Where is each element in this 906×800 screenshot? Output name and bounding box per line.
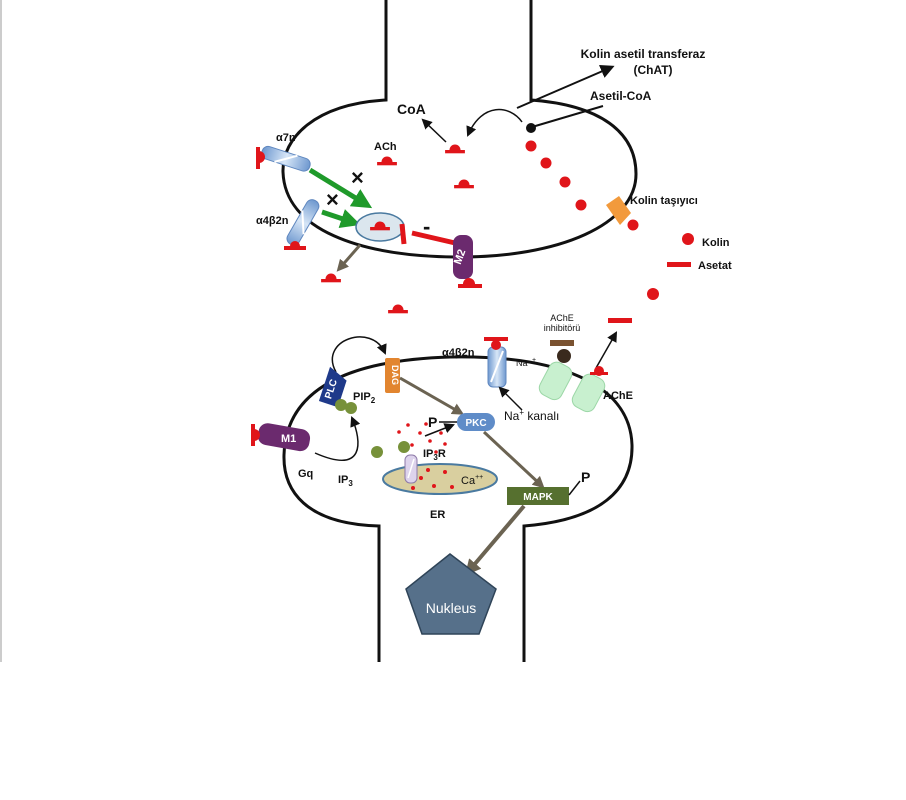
chat-arrow [516, 65, 615, 109]
choline-dot-cleft [682, 233, 694, 245]
a4b2n-pre-bound-ach [284, 241, 306, 250]
ache-enzyme-icon [571, 373, 606, 413]
m2-inhibition-bar [399, 223, 407, 245]
dag-label: DAG [390, 365, 400, 385]
mapk-phosphate-bond [568, 480, 581, 496]
ach-label: ACh [374, 141, 397, 153]
ca-label: Ca++ [461, 474, 483, 487]
ach-molecule [454, 179, 474, 189]
m1-bound-ach [251, 424, 260, 446]
pip2-molecule [335, 399, 347, 411]
acetyl-transfer-curve-arrow [466, 108, 523, 137]
block-cross-icon: × [351, 165, 364, 190]
plc-icon [318, 366, 347, 408]
acetyl-coa-pointer [531, 105, 604, 128]
ach-molecule [445, 144, 465, 154]
ache-inhibitor-icon [550, 340, 574, 363]
gq-plc-curve-arrow [314, 416, 361, 461]
ca-ions-cytosol [397, 422, 447, 454]
er-label: ER [430, 509, 445, 521]
coa-label: CoA [397, 101, 426, 117]
legend-acetate-bar [667, 262, 691, 267]
gq-label: Gq [298, 468, 313, 480]
a4b2n-activation-arrow [321, 209, 361, 229]
m1-label: M1 [281, 433, 296, 445]
choline-transporter-icon [606, 196, 631, 225]
acetate-bar-cleft [608, 318, 632, 323]
ache-hydrolysis-arrow [595, 331, 618, 369]
legend-acetate-label: Asetat [698, 260, 732, 272]
ache-label: AChE [603, 390, 633, 402]
a4b2n-pre-label: α4β2n [256, 215, 289, 227]
ip3r-channel-icon [404, 454, 418, 484]
na-ion-label: Na [516, 358, 528, 368]
a4b2n-pre-receptor-icon [286, 199, 320, 246]
ach-molecule [377, 156, 397, 166]
mapk-label: MAPK [523, 492, 553, 503]
dag-pkc-arrow [399, 376, 465, 415]
a4b2n-post-receptor-icon [484, 337, 508, 388]
ip3-molecule [371, 446, 383, 458]
acetyl-coa-dot [526, 123, 536, 133]
ache-enzyme-icon [538, 361, 573, 401]
pip2-molecule [345, 402, 357, 414]
pip2-label: PIP2 [353, 391, 376, 405]
m2-label: M2 [452, 248, 469, 266]
nucleus-icon [405, 553, 497, 635]
pkc-mapk-arrow [482, 430, 545, 489]
exocytosis-arrow [336, 244, 362, 272]
ache-bound-ach [590, 366, 608, 376]
pkc-phosphate-label: P [428, 414, 437, 430]
m1-receptor-icon [257, 423, 311, 452]
choline-dot-cleft [647, 288, 659, 300]
coa-release-arrow [421, 118, 447, 143]
cleft-ach-molecule [388, 304, 408, 314]
inhibition-minus-sign: - [423, 214, 430, 239]
na-channel-pointer [498, 386, 523, 411]
ache-inhibitor-label-1: AChE [550, 313, 574, 323]
na-ion-charge: + [532, 357, 536, 364]
pkc-label: PKC [465, 418, 486, 429]
pkc-enzyme-icon [457, 413, 495, 431]
mapk-nucleus-arrow [464, 504, 526, 576]
mapk-phosphate-label: P [581, 469, 590, 485]
ip3-label: IP3 [338, 474, 353, 488]
choline-dots-presynaptic [525, 140, 639, 231]
block-cross-icon: × [326, 187, 339, 212]
cleft-ach-molecule [321, 273, 341, 283]
ca-ions-er [411, 468, 454, 490]
a7n-receptor-icon [261, 145, 311, 172]
ache-inhibitor-label-2: inhibitörü [544, 323, 581, 333]
chat-label-line1: Kolin asetil transferaz [581, 47, 706, 61]
acetyl-coa-label: Asetil-CoA [590, 89, 652, 103]
mapk-enzyme-icon [507, 487, 569, 505]
legend-choline-label: Kolin [702, 237, 730, 249]
chat-label-line2: (ChAT) [633, 63, 672, 77]
choline-transporter-label: Kolin taşıyıcı [630, 195, 698, 207]
a4b2n-post-label: α4β2n [442, 347, 475, 359]
m2-receptor-icon [453, 235, 473, 279]
ca-to-pkc-arrow [424, 423, 455, 437]
nucleus-label: Nukleus [426, 600, 477, 616]
ip3-molecule [398, 441, 410, 453]
ip3r-label: IP3R [423, 448, 446, 462]
m2-bound-ach [458, 278, 482, 288]
plc-dag-curve-arrow [331, 336, 387, 373]
postsynaptic-membrane [282, 355, 634, 662]
na-channel-label: Na+ kanalı [504, 408, 559, 423]
a7n-activation-arrow [308, 167, 373, 209]
dag-icon [385, 358, 400, 393]
a7n-label: α7n [276, 132, 296, 144]
a7n-bound-ach [256, 147, 265, 169]
